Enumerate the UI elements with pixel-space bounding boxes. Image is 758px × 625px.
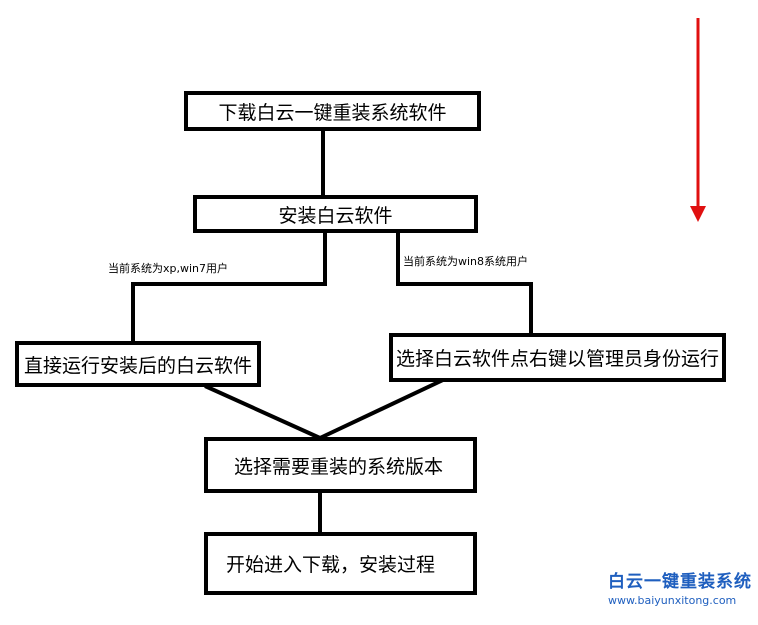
step-choose-version-box: 选择需要重装的系统版本: [204, 437, 477, 493]
watermark-url: www.baiyunxitong.com: [608, 594, 737, 607]
arrow-down-icon: [690, 18, 706, 222]
branch-left-label: 当前系统为xp,win7用户: [108, 262, 229, 275]
step-install-label: 安装白云软件: [278, 204, 393, 227]
connector-left-merge: [204, 384, 321, 440]
watermark: 白云一键重装系统 www.baiyunxitong.com: [608, 567, 752, 607]
step-download-label: 下载白云一键重装系统软件: [218, 101, 447, 124]
step-run-directly-box: 直接运行安装后的白云软件: [15, 341, 261, 387]
connector-install-left: [131, 231, 327, 342]
connector-install-right: [396, 231, 533, 334]
branch-right-label: 当前系统为win8系统用户: [403, 255, 529, 268]
step-start-box: 开始进入下载，安装过程: [204, 532, 477, 595]
step-run-as-admin-box: 选择白云软件点右键以管理员身份运行: [389, 333, 726, 382]
step-install-box: 安装白云软件: [193, 195, 478, 233]
connector-right-merge: [319, 378, 444, 440]
step-choose-version-label: 选择需要重装的系统版本: [234, 455, 444, 478]
watermark-title: 白云一键重装系统: [608, 572, 752, 592]
step-run-as-admin-label: 选择白云软件点右键以管理员身份运行: [395, 348, 719, 370]
step-start-label: 开始进入下载，安装过程: [226, 554, 436, 576]
step-download-box: 下载白云一键重装系统软件: [184, 91, 481, 131]
step-run-directly-label: 直接运行安装后的白云软件: [23, 354, 252, 377]
